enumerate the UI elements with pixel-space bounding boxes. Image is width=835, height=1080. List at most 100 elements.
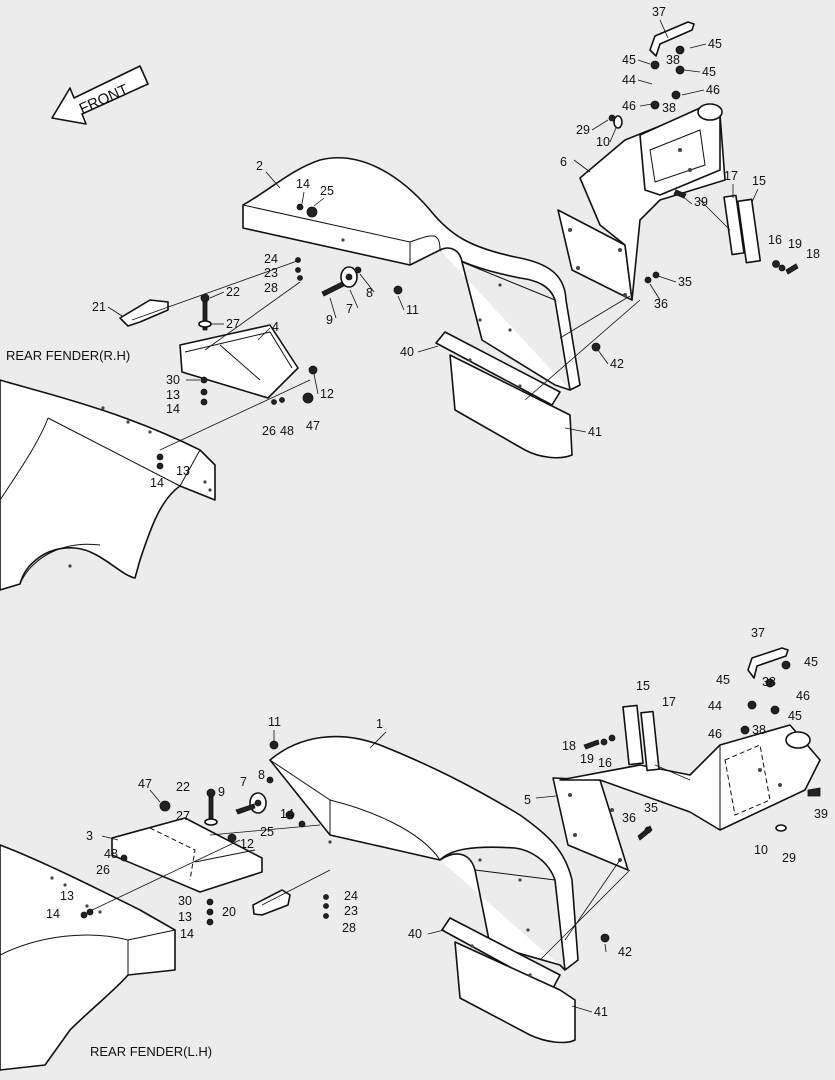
callout-14: 14 (296, 177, 310, 191)
rh-fasteners (156, 45, 799, 470)
rh-latch-part-21 (119, 299, 169, 327)
callout-6: 6 (560, 155, 567, 169)
rh-fender-part-2 (242, 157, 581, 391)
lh-fasteners (80, 660, 821, 943)
callout-39: 39 (814, 807, 828, 821)
callout-17: 17 (724, 169, 738, 183)
callout-24: 24 (264, 252, 278, 266)
callout-12: 12 (320, 387, 334, 401)
callout-41: 41 (594, 1005, 608, 1019)
callout-10: 10 (754, 843, 768, 857)
lh-assembly-title: REAR FENDER(L.H) (90, 1044, 212, 1059)
callout-8: 8 (258, 768, 265, 782)
callout-20: 20 (222, 905, 236, 919)
rh-callouts: 37 45 45 38 44 45 46 38 46 29 10 6 2 14 … (6, 5, 820, 490)
rh-plates-15-17 (723, 194, 762, 264)
callout-48: 48 (104, 847, 118, 861)
callout-36: 36 (622, 811, 636, 825)
callout-leaders (101, 19, 759, 1013)
lh-rear-fender-body (0, 844, 176, 1071)
callout-22: 22 (226, 285, 240, 299)
callout-38: 38 (762, 675, 776, 689)
callout-47: 47 (306, 419, 320, 433)
callout-26: 26 (262, 424, 276, 438)
callout-11: 11 (406, 303, 419, 317)
lh-bracket-part-5 (552, 724, 821, 871)
callout-15: 15 (752, 174, 766, 188)
lh-callouts: 37 45 38 45 46 45 44 38 46 15 17 18 19 1… (46, 626, 828, 1059)
callout-42: 42 (618, 945, 632, 959)
callout-16: 16 (598, 756, 612, 770)
callout-14: 14 (166, 402, 180, 416)
callout-42: 42 (610, 357, 624, 371)
callout-44: 44 (708, 699, 722, 713)
rh-assembly (0, 21, 799, 591)
lh-bracket-part-3 (111, 817, 263, 893)
callout-22: 22 (176, 780, 190, 794)
callout-13: 13 (176, 464, 190, 478)
callout-13: 13 (166, 388, 180, 402)
callout-38: 38 (666, 53, 680, 67)
callout-46: 46 (622, 99, 636, 113)
callout-46: 46 (796, 689, 810, 703)
lh-mudflap (441, 917, 576, 1044)
callout-45: 45 (804, 655, 818, 669)
rh-handle-part-37 (649, 21, 695, 57)
lh-leader-lines (87, 764, 691, 961)
rh-assembly-title: REAR FENDER(R.H) (6, 348, 130, 363)
callout-16: 16 (768, 233, 782, 247)
callout-46: 46 (708, 727, 722, 741)
callout-25: 25 (260, 825, 274, 839)
callout-38: 38 (752, 723, 766, 737)
callout-7: 7 (346, 302, 353, 316)
callout-17: 17 (662, 695, 676, 709)
lh-assembly (0, 647, 821, 1071)
callout-45: 45 (702, 65, 716, 79)
callout-24: 24 (344, 889, 358, 903)
callout-27: 27 (226, 317, 240, 331)
callout-28: 28 (264, 281, 278, 295)
rh-bracket-part-6 (557, 103, 726, 301)
callout-3: 3 (86, 829, 93, 843)
callout-28: 28 (342, 921, 356, 935)
callout-39: 39 (694, 195, 708, 209)
callout-45: 45 (716, 673, 730, 687)
callout-18: 18 (562, 739, 576, 753)
callout-14: 14 (150, 476, 164, 490)
callout-8: 8 (366, 286, 373, 300)
callout-9: 9 (326, 313, 333, 327)
callout-40: 40 (408, 927, 422, 941)
callout-23: 23 (344, 904, 358, 918)
callout-45: 45 (622, 53, 636, 67)
callout-5: 5 (524, 793, 531, 807)
front-direction-arrow: FRONT (51, 65, 149, 125)
callout-40: 40 (400, 345, 414, 359)
callout-38: 38 (662, 101, 676, 115)
callout-14: 14 (280, 807, 294, 821)
callout-29: 29 (576, 123, 590, 137)
callout-26: 26 (96, 863, 110, 877)
callout-2: 2 (256, 159, 263, 173)
callout-15: 15 (636, 679, 650, 693)
callout-21: 21 (92, 300, 106, 314)
callout-14: 14 (46, 907, 60, 921)
callout-1: 1 (376, 717, 383, 731)
callout-36: 36 (654, 297, 668, 311)
rh-bracket-part-4 (179, 324, 299, 399)
callout-45: 45 (708, 37, 722, 51)
callout-19: 19 (580, 752, 594, 766)
callout-27: 27 (176, 809, 190, 823)
callout-12: 12 (240, 837, 254, 851)
callout-30: 30 (178, 894, 192, 908)
callout-29: 29 (782, 851, 796, 865)
callout-25: 25 (320, 184, 334, 198)
callout-14: 14 (180, 927, 194, 941)
callout-19: 19 (788, 237, 802, 251)
callout-46: 46 (706, 83, 720, 97)
callout-11: 11 (268, 715, 281, 729)
callout-35: 35 (644, 801, 658, 815)
callout-35: 35 (678, 275, 692, 289)
lh-plates-15-17 (622, 704, 660, 772)
callout-30: 30 (166, 373, 180, 387)
